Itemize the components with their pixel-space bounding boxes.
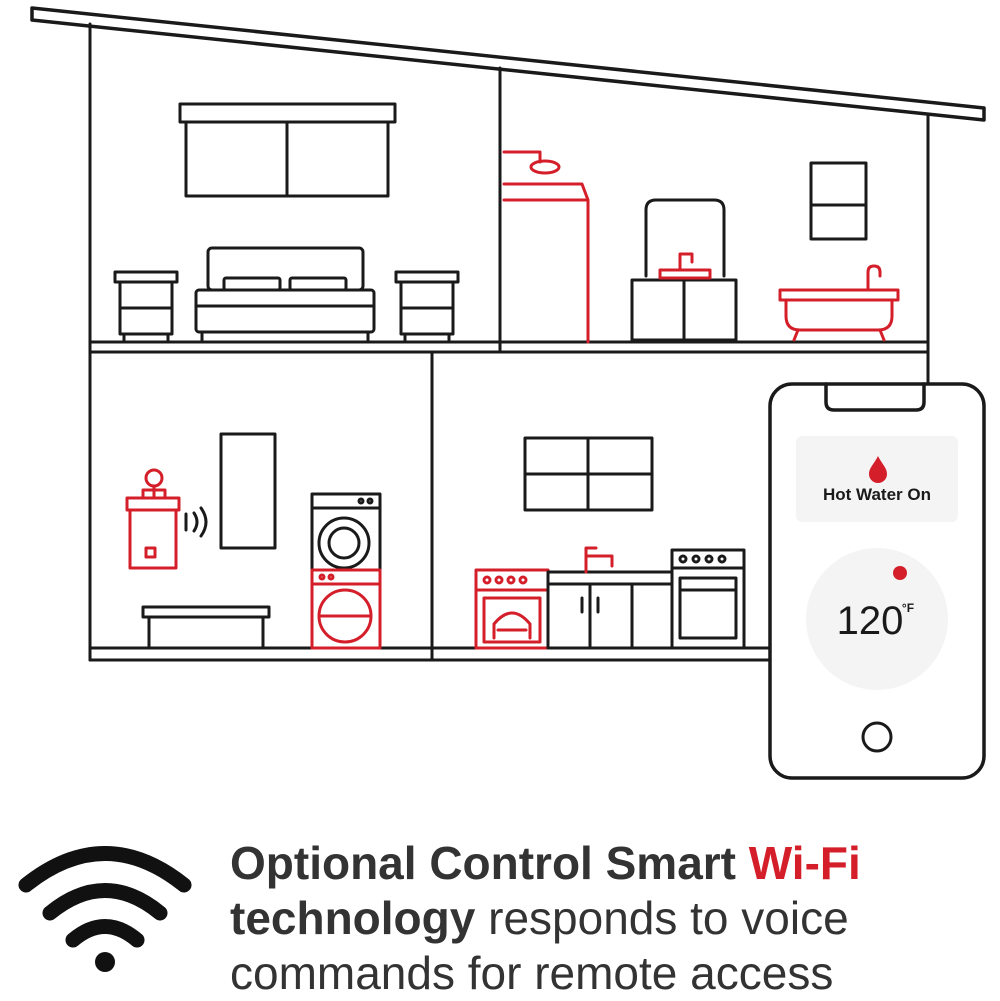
vanity-mirror — [630, 198, 738, 342]
bathtub — [778, 264, 900, 342]
signal-waves-icon — [184, 506, 208, 538]
bench — [141, 605, 271, 649]
temperature-indicator-dot — [893, 566, 907, 580]
phone-status-card[interactable]: Hot Water On — [796, 436, 958, 522]
nightstand-right — [394, 270, 460, 342]
temperature-dial[interactable]: 120 °F — [806, 548, 948, 690]
bedroom-window-frame — [178, 102, 397, 124]
bathroom — [502, 150, 900, 344]
water-drop-icon — [869, 456, 887, 483]
bathroom-window — [809, 161, 868, 241]
counter-cabinets — [546, 570, 674, 650]
stove — [670, 548, 746, 650]
caption-line1-bold: Optional Control Smart — [230, 837, 749, 889]
bed — [194, 246, 376, 342]
utility-room — [125, 432, 382, 650]
kitchen — [474, 436, 746, 650]
water-heater-icon — [125, 468, 181, 570]
dryer — [310, 568, 382, 650]
caption-line-2: technology responds to voice — [230, 891, 990, 946]
utility-window — [219, 432, 277, 550]
bedroom — [113, 102, 460, 342]
washer — [310, 492, 382, 572]
hot-water-status-label: Hot Water On — [823, 485, 931, 504]
caption-line2-rest: responds to voice — [475, 892, 849, 944]
nightstand-left — [113, 270, 179, 342]
roof — [30, 6, 986, 122]
house-outline — [30, 6, 986, 662]
shower — [502, 150, 590, 344]
kitchen-faucet — [584, 546, 614, 574]
caption-wifi-highlight: Wi-Fi — [748, 837, 861, 889]
caption: Optional Control Smart Wi-Fi technology … — [230, 836, 990, 1001]
phone-home-button[interactable] — [861, 721, 893, 753]
sink-faucet — [658, 252, 712, 280]
caption-line-3: commands for remote access — [230, 947, 834, 999]
caption-line-1: Optional Control Smart Wi-Fi — [230, 836, 990, 891]
caption-line2-bold: technology — [230, 892, 476, 944]
wifi-icon — [18, 846, 192, 972]
temperature-unit: °F — [902, 601, 914, 615]
oven-red — [474, 568, 550, 650]
temperature-value: 120 — [837, 599, 904, 643]
